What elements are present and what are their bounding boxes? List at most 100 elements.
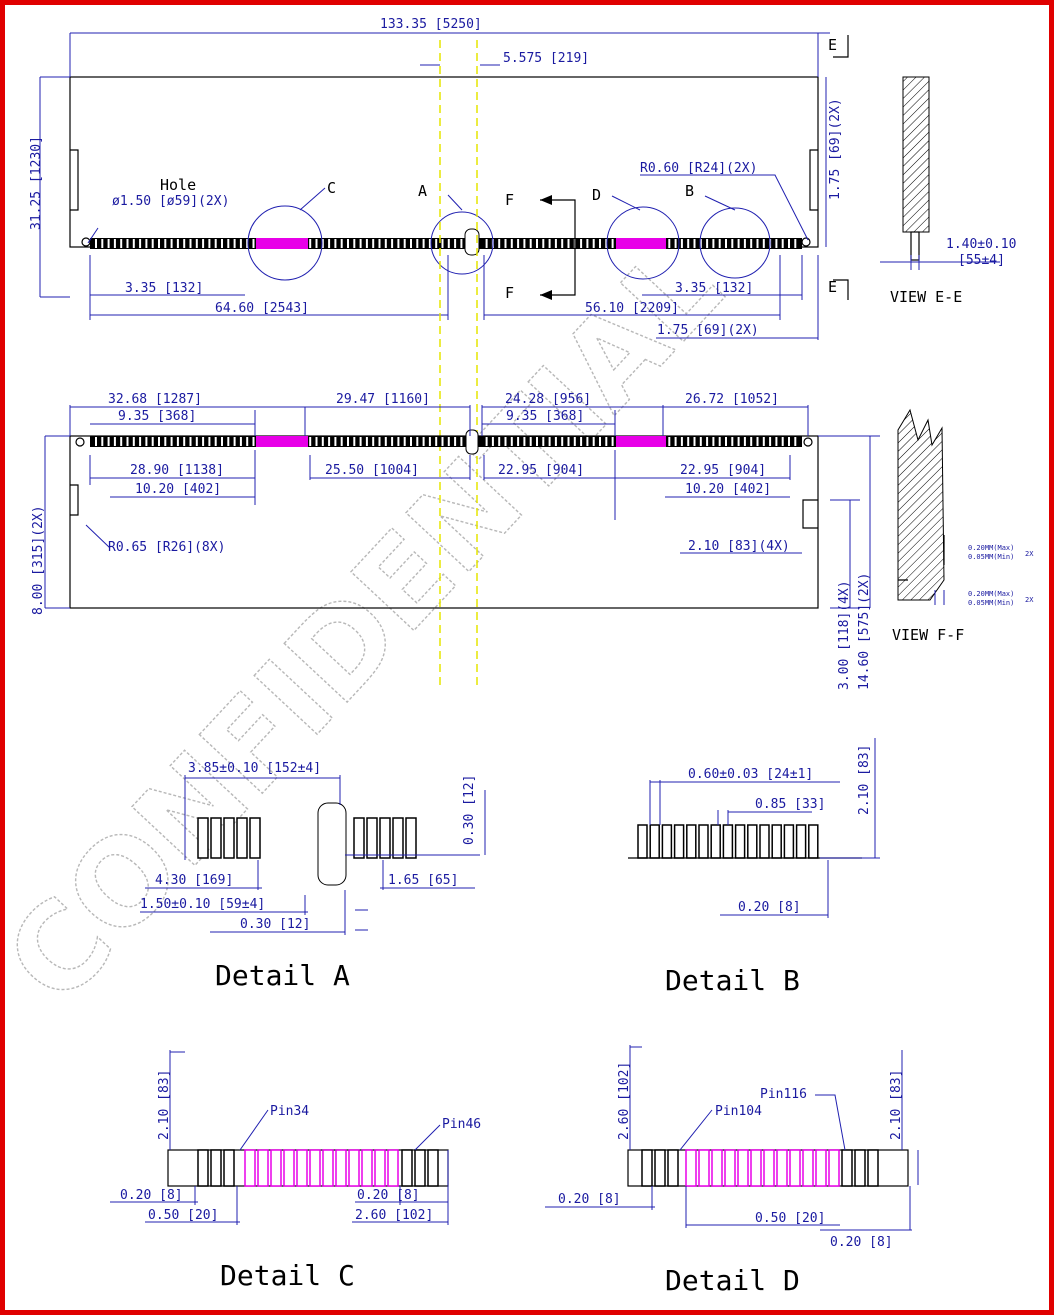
pad bbox=[649, 824, 660, 859]
front-contact-strip bbox=[90, 436, 802, 447]
pin-tick bbox=[397, 239, 400, 248]
pad bbox=[685, 1149, 697, 1187]
pin-tick bbox=[384, 437, 387, 446]
dim-notch-w: 2.10 [83](4X) bbox=[688, 539, 790, 554]
pin-tick bbox=[447, 437, 450, 446]
pin-tick bbox=[246, 239, 249, 248]
pad bbox=[322, 1149, 334, 1187]
detail-d: 2.60 [102] 2.10 [83] Pin104 Pin116 0.20 … bbox=[545, 1045, 919, 1297]
pad bbox=[210, 1149, 222, 1187]
pin-tick bbox=[441, 437, 444, 446]
pin-tick bbox=[743, 239, 746, 248]
pin-tick bbox=[599, 239, 601, 248]
pin-tick bbox=[164, 437, 167, 446]
detail-b-d3: 2.10 [83] bbox=[857, 745, 872, 815]
pin-tick bbox=[775, 239, 778, 248]
pad bbox=[789, 1149, 801, 1187]
pin-tick bbox=[674, 239, 677, 248]
pad bbox=[828, 1149, 840, 1187]
pin-tick bbox=[334, 239, 337, 248]
pin-tick bbox=[460, 437, 463, 446]
detail-a-d3: 4.30 [169] bbox=[155, 873, 233, 888]
pin-tick bbox=[441, 239, 444, 248]
pin-tick bbox=[365, 437, 368, 446]
detail-c-d4: 0.20 [8] bbox=[357, 1188, 420, 1203]
pin-tick bbox=[554, 239, 557, 248]
pin-tick bbox=[561, 239, 564, 248]
detail-c-d5: 2.60 [102] bbox=[355, 1208, 433, 1223]
pin-tick bbox=[372, 437, 375, 446]
pin-tick bbox=[176, 437, 179, 446]
view-ff-note4: 0.05MM(Min) bbox=[968, 599, 1014, 607]
dim-height-right: 14.60 [575](2X) bbox=[857, 573, 872, 690]
pin-tick bbox=[410, 437, 412, 446]
pad bbox=[747, 824, 758, 859]
pin-tick bbox=[725, 239, 727, 248]
dim-seg3: 24.28 [956] bbox=[505, 392, 591, 407]
pin-tick bbox=[139, 239, 142, 248]
pin-tick bbox=[315, 437, 318, 446]
pin-tick bbox=[718, 239, 721, 248]
pad bbox=[722, 824, 734, 859]
detail-a: 3.85±0.10 [152±4] 0.30 [12] 4.30 [169] 1… bbox=[140, 761, 486, 992]
detail-c-d3: 0.50 [20] bbox=[148, 1208, 218, 1223]
pin-tick bbox=[567, 437, 570, 446]
pad bbox=[223, 1149, 235, 1187]
pin-tick bbox=[233, 239, 236, 248]
detail-d-d3: 0.20 [8] bbox=[558, 1192, 621, 1207]
pin-tick bbox=[145, 239, 148, 248]
pin-tick bbox=[410, 239, 412, 248]
pin-tick bbox=[712, 239, 715, 248]
pin-tick bbox=[120, 239, 123, 248]
pad bbox=[405, 817, 417, 859]
dim-seg3-inner: 9.35 [368] bbox=[506, 409, 584, 424]
pin-tick bbox=[391, 239, 394, 248]
dim-height-left: 8.00 [315](2X) bbox=[31, 505, 46, 615]
pin-tick bbox=[567, 239, 570, 248]
dim-edge-right: 1.75 [69](2X) bbox=[828, 98, 843, 200]
pin-tick bbox=[592, 437, 595, 446]
pin-tick bbox=[120, 437, 123, 446]
pad bbox=[387, 1149, 399, 1187]
pin-tick bbox=[737, 239, 740, 248]
pin-tick bbox=[132, 239, 135, 248]
pad bbox=[637, 824, 648, 859]
pin-tick bbox=[605, 437, 608, 446]
pin-tick bbox=[554, 437, 557, 446]
pad bbox=[711, 1149, 723, 1187]
pad bbox=[197, 1149, 209, 1187]
watermark: CONFIDENTIAL bbox=[0, 219, 748, 1030]
pin-tick bbox=[239, 437, 242, 446]
pad bbox=[353, 817, 365, 859]
pin-tick bbox=[246, 437, 249, 446]
dim-radius: R0.60 [R24](2X) bbox=[640, 161, 757, 176]
pin-tick bbox=[586, 437, 589, 446]
view-ee-title: VIEW E-E bbox=[890, 288, 962, 306]
pin-tick bbox=[491, 437, 494, 446]
dim-seg1: 32.68 [1287] bbox=[108, 392, 202, 407]
pad bbox=[763, 1149, 775, 1187]
pin-tick bbox=[542, 437, 545, 446]
pin-tick bbox=[195, 239, 198, 248]
detail-d-d1: 2.60 [102] bbox=[617, 1062, 632, 1140]
detail-b: 0.60±0.03 [24±1] 0.85 [33] 2.10 [83] 0.2… bbox=[628, 738, 880, 997]
dim-b4-inner: 10.20 [402] bbox=[685, 482, 771, 497]
pin-tick bbox=[202, 239, 205, 248]
pad bbox=[236, 817, 248, 859]
pin-tick bbox=[750, 437, 753, 446]
pin-tick bbox=[435, 437, 438, 446]
pin-tick bbox=[170, 437, 173, 446]
pin-tick bbox=[731, 239, 734, 248]
detail-d-d5: 0.20 [8] bbox=[830, 1235, 893, 1250]
dim-overall-width: 133.35 [5250] bbox=[380, 17, 482, 32]
dim-height: 31.25 [1230] bbox=[29, 136, 44, 230]
pin-tick bbox=[611, 437, 614, 446]
pad bbox=[223, 817, 235, 859]
pin-tick bbox=[428, 239, 431, 248]
view-ff-mult1: 2X bbox=[1025, 550, 1034, 558]
pin-tick bbox=[416, 437, 419, 446]
pin-tick bbox=[580, 437, 583, 446]
pin-tick bbox=[158, 239, 160, 248]
